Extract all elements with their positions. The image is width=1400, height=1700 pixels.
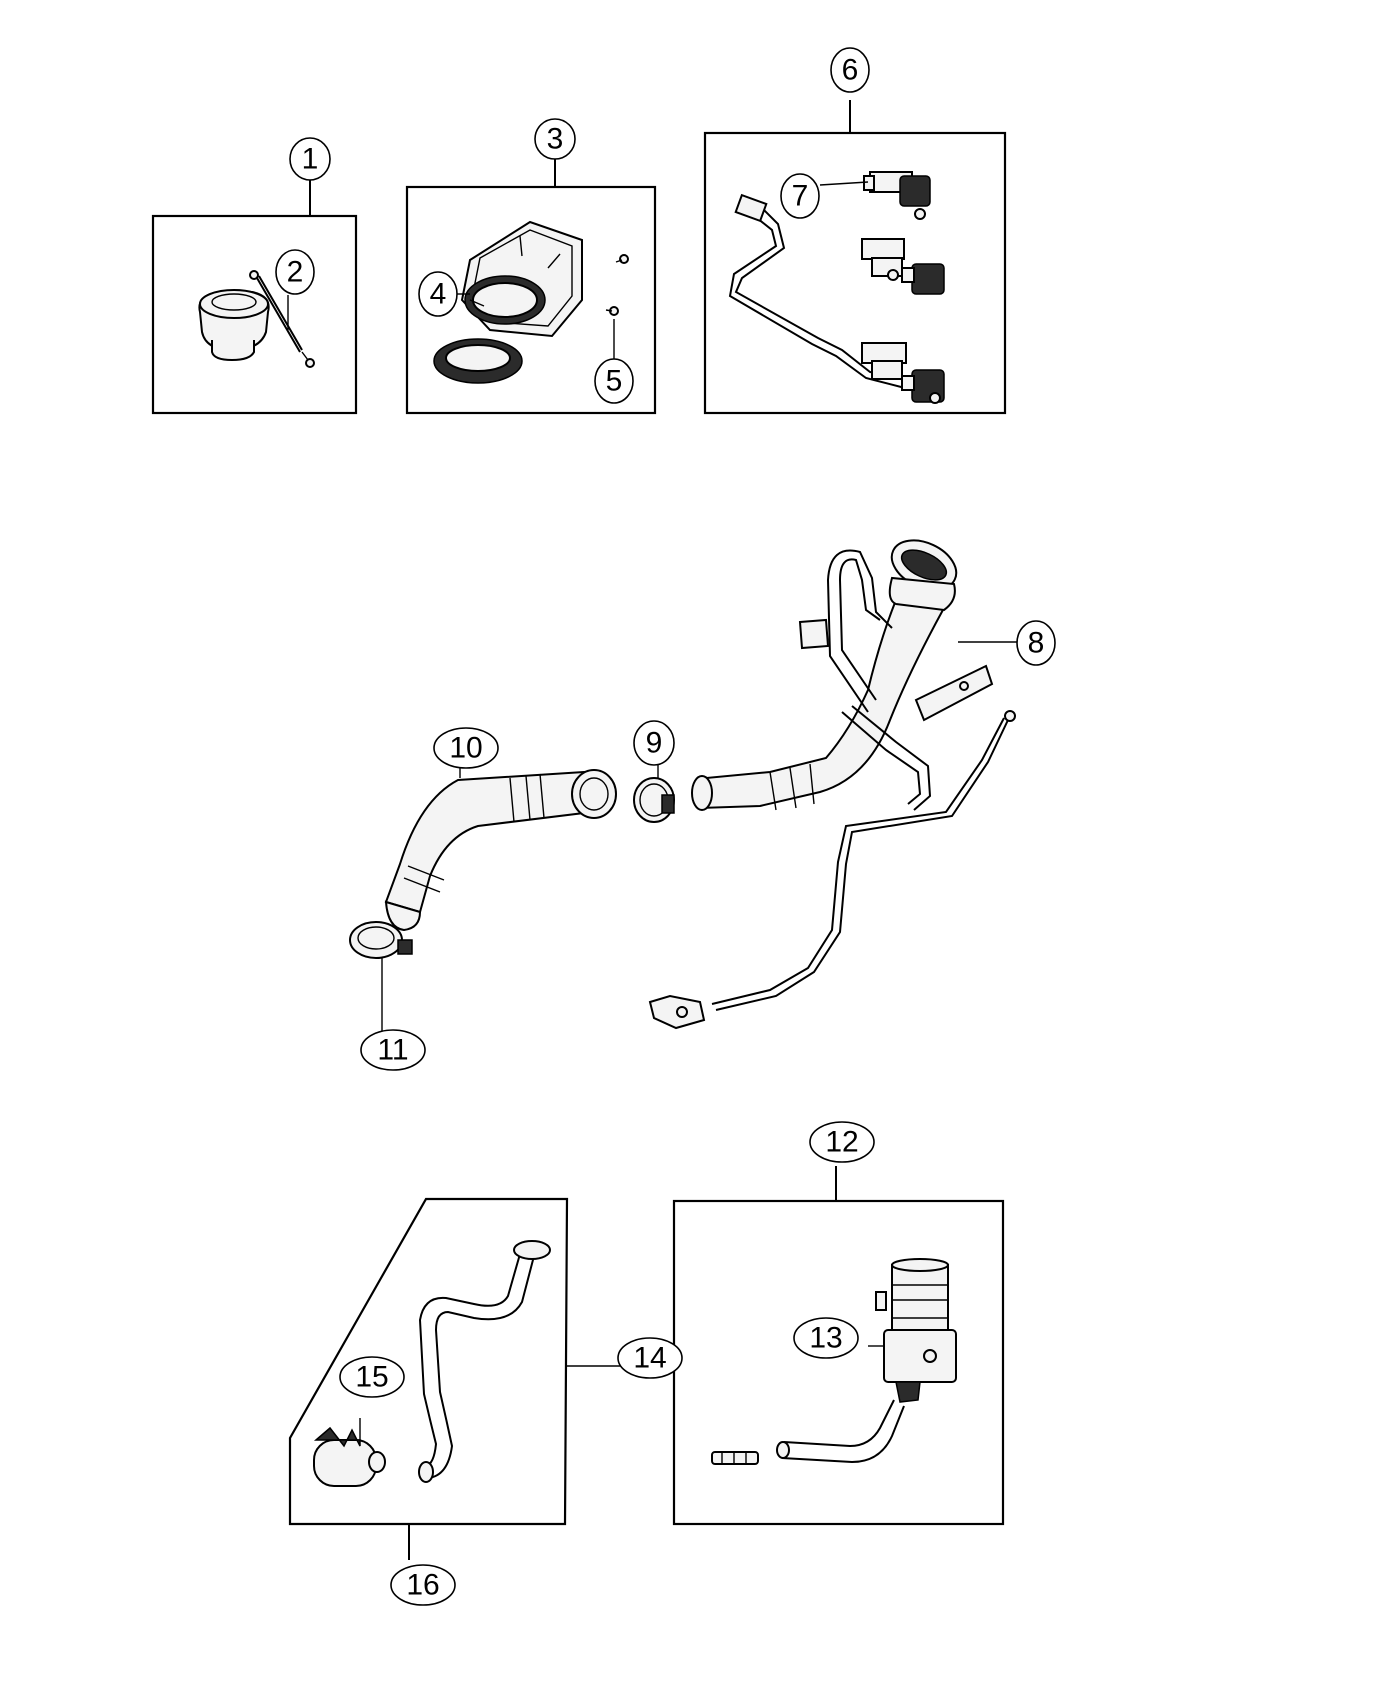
callout-10: 10 [433,727,499,769]
callout-4-label: 4 [430,278,447,311]
callout-7: 7 [780,173,820,219]
canister-hose-part [776,1399,905,1464]
callout-14: 14 [617,1337,683,1379]
callout-7-label: 7 [792,180,809,213]
fuel-cap-part [198,289,270,362]
group-1-box [151,214,358,415]
vapor-tube-part [728,193,906,389]
group-3-fuel-door-housing [405,157,657,415]
cap-tether-part [249,270,315,368]
callout-6: 6 [830,47,870,93]
callout-2-label: 2 [287,256,304,289]
group-16-vent-assembly [288,1197,626,1560]
callout-15: 15 [339,1356,405,1398]
callout-1: 1 [289,137,331,181]
canister-part [875,1258,957,1403]
callout-15-label: 15 [355,1361,388,1394]
vent-hose-part [418,1240,551,1483]
group-1-fuel-cap [151,180,358,415]
callout-16: 16 [390,1564,456,1606]
callout-16-label: 16 [406,1569,439,1602]
vent-valve-part [313,1418,386,1487]
valve-lower-part [861,342,945,404]
callout-1-label: 1 [302,143,319,176]
callout-5: 5 [594,358,634,404]
callout-3-label: 3 [547,123,564,156]
callout-5-label: 5 [606,365,623,398]
callout-8: 8 [1016,620,1056,666]
callout-14-label: 14 [633,1342,666,1375]
valve-middle-part [861,238,945,295]
callout-9-label: 9 [646,727,663,760]
group-6-vapor-valves [703,100,1007,415]
callout-6-label: 6 [842,54,859,87]
clamp-9-part [633,756,675,823]
callout-10-label: 10 [449,732,482,765]
group-6-box [703,131,1007,415]
callout-9: 9 [633,720,675,766]
callout-3: 3 [534,118,576,160]
group-3-box [405,185,657,415]
callout-12: 12 [809,1121,875,1163]
seal-ring-part [433,338,523,384]
valve-upper-part [863,171,931,220]
fuel-door-housing-part [460,220,583,338]
callout-8-label: 8 [1028,627,1045,660]
fuel-filler-tube-part [648,539,1022,1030]
callout-4: 4 [418,271,458,317]
fuel-filler-hose-part [384,728,617,932]
callout-11-label: 11 [377,1034,408,1067]
callout-12-label: 12 [825,1126,858,1159]
callout-13: 13 [793,1317,859,1359]
connector-part [711,1451,759,1465]
hose-clamp-11-part [349,921,413,1040]
screw-parts [605,254,629,316]
callout-11: 11 [360,1029,426,1071]
callout-13-label: 13 [809,1322,842,1355]
group-16-box [288,1197,569,1526]
callout-2: 2 [275,249,315,295]
group-12-canister [672,1166,1005,1526]
